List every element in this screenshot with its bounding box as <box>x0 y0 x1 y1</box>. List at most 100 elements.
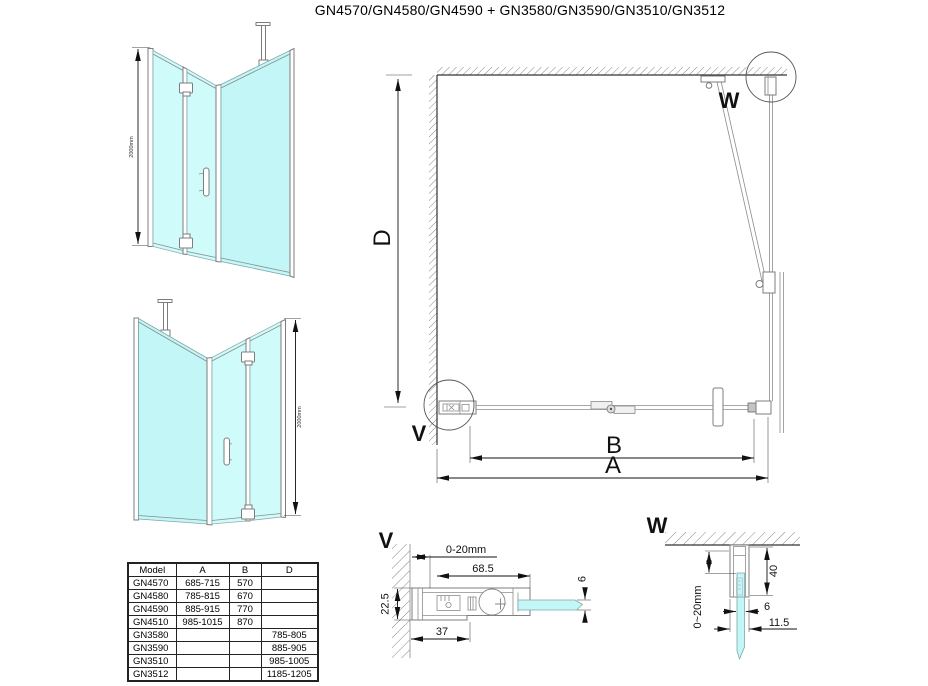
table-row: GN4580 785-815 670 <box>127 589 319 603</box>
door-glass-left <box>152 49 184 255</box>
b-cell: 570 <box>228 576 262 590</box>
table-row: GN4570 685-715 570 <box>127 576 319 590</box>
detail-v-marker: V <box>379 528 394 553</box>
back-wall-hatch <box>437 67 787 75</box>
dim-glass-thickness: 6 <box>764 601 770 613</box>
spec-table: Model A B D GN4570 685-715 570 GN4580 78… <box>127 562 319 682</box>
a-cell: 685-715 <box>175 576 230 590</box>
dim-profile-depth: 22.5 <box>380 593 392 614</box>
side-panel-glass <box>220 49 291 277</box>
a-cell <box>175 628 230 642</box>
a-cell <box>175 654 230 668</box>
dim-profile-height: 40 <box>768 565 780 577</box>
table-row: GN3510 985-1005 <box>127 654 319 668</box>
door-handle-plan <box>712 387 724 427</box>
model-cell: GN3590 <box>127 641 177 655</box>
detail-v: V 0-20mm <box>379 528 591 658</box>
a-cell: 785-815 <box>175 589 230 603</box>
b-cell: 870 <box>228 615 262 629</box>
iso-view-top: 2000mm <box>129 22 295 279</box>
glass-section <box>517 599 584 611</box>
model-cell: GN3512 <box>127 667 177 682</box>
wall-hatch <box>392 544 410 658</box>
table-row: GN4510 985-1015 870 <box>127 615 319 629</box>
a-cell: 985-1015 <box>175 615 230 629</box>
height-dim-label: 2000mm <box>297 406 303 428</box>
iso-view-bottom: 2000mm <box>133 299 303 526</box>
wall-profile <box>147 48 154 247</box>
col-header-d: D <box>260 562 319 577</box>
door-handle <box>223 437 230 466</box>
col-header-model: Model <box>127 562 177 577</box>
b-cell <box>228 641 262 655</box>
ceiling-rod <box>261 23 266 65</box>
door-glass-right <box>186 68 217 262</box>
corner-post <box>215 83 222 263</box>
d-cell <box>260 602 319 616</box>
b-cell <box>228 628 262 642</box>
corner-post <box>206 356 213 526</box>
model-cell: GN4510 <box>127 615 177 629</box>
model-cell: GN4570 <box>127 576 177 590</box>
b-cell: 770 <box>228 602 262 616</box>
detail-w-marker: W <box>647 513 668 538</box>
side-panel-glass <box>138 317 208 525</box>
b-cell <box>228 654 262 668</box>
page-title: GN4570/GN4580/GN4590 + GN3580/GN3590/GN3… <box>314 2 726 18</box>
door-glass-left <box>211 338 247 525</box>
detail-marker-v: V <box>412 421 427 446</box>
hinge-bottom <box>179 237 193 249</box>
dim-profile-width: 11.5 <box>769 617 790 629</box>
detail-marker-w: W <box>719 88 740 113</box>
side-wall-hatch <box>429 75 437 445</box>
ceiling-hatch <box>665 532 800 545</box>
table-row: GN3512 1185-1205 <box>127 667 319 682</box>
side-panel-edge <box>289 47 295 279</box>
side-panel-edge <box>133 317 139 521</box>
a-cell <box>175 667 230 682</box>
d-cell: 785-805 <box>260 628 319 642</box>
col-header-b: B <box>228 562 262 577</box>
d-cell: 885-905 <box>260 641 319 655</box>
d-cell: 1185-1205 <box>260 667 319 682</box>
table-row: GN3590 885-905 <box>127 641 319 655</box>
corner-connector <box>747 402 757 413</box>
glass-marking <box>736 577 743 596</box>
dim-wall-gap: 0~20mm <box>692 585 704 628</box>
detail-circle-w <box>745 51 797 103</box>
dim-inner-width: 37 <box>436 626 448 638</box>
door-glass-right <box>249 320 282 521</box>
b-cell: 670 <box>228 589 262 603</box>
pivot-boss <box>478 588 506 616</box>
a-cell: 885-915 <box>175 602 230 616</box>
detail-w: W 40 0~20mm 6 <box>647 513 800 661</box>
door-handle <box>203 167 210 197</box>
table-row: GN3580 785-805 <box>127 628 319 642</box>
model-cell: GN3510 <box>127 654 177 668</box>
hinge-bottom <box>241 508 255 520</box>
glass-section <box>736 572 745 661</box>
ceiling-rod <box>163 300 168 334</box>
col-header-a: A <box>175 562 230 577</box>
detail-circle-v <box>423 379 475 431</box>
model-cell: GN3580 <box>127 628 177 642</box>
dim-glass-thickness: 6 <box>577 576 589 582</box>
plan-view: D <box>369 51 797 483</box>
b-cell <box>228 667 262 682</box>
support-bar-wall-bracket <box>700 75 726 83</box>
door-wall-profile <box>438 400 477 415</box>
wall-profile <box>280 318 286 519</box>
support-bar-glass-clamp <box>762 271 776 294</box>
dim-label-a: A <box>605 452 621 479</box>
dim-profile-width: 68.5 <box>472 563 493 575</box>
height-dim-label: 2000mm <box>129 136 135 158</box>
d-cell <box>260 615 319 629</box>
d-cell <box>260 589 319 603</box>
dim-label-d: D <box>369 229 396 246</box>
model-cell: GN4580 <box>127 589 177 603</box>
d-cell: 985-1005 <box>260 654 319 668</box>
fold-hinge-post <box>245 336 251 522</box>
d-cell <box>260 576 319 590</box>
